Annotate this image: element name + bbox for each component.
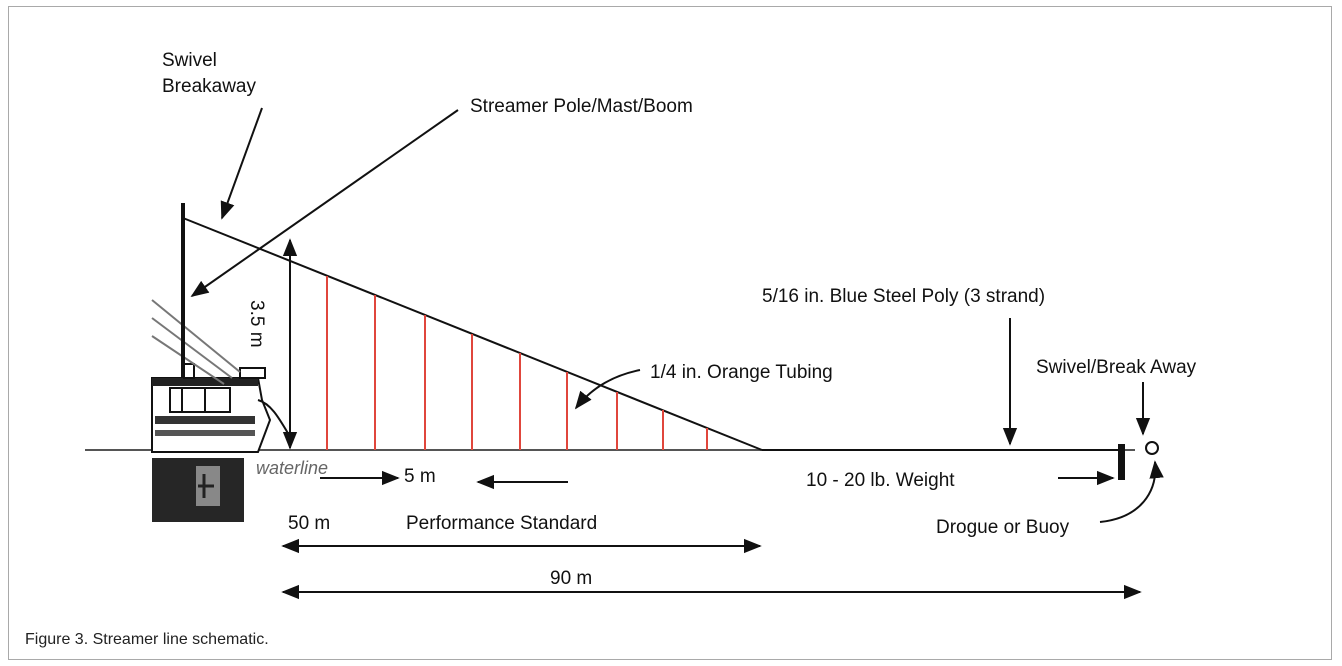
swivel-label-line1: Swivel bbox=[162, 50, 217, 71]
waterline-label: waterline bbox=[256, 458, 328, 478]
swivel-end-label: Swivel/Break Away bbox=[1036, 357, 1197, 378]
performance-distance-label: 50 m bbox=[288, 513, 330, 534]
swivel-pointer bbox=[220, 107, 263, 220]
spacing-label: 5 m bbox=[404, 466, 436, 487]
pole-pointer bbox=[190, 109, 459, 298]
drogue-label: Drogue or Buoy bbox=[936, 517, 1070, 538]
swivel-label-line2: Breakaway bbox=[162, 76, 256, 97]
pole-label: Streamer Pole/Mast/Boom bbox=[470, 96, 693, 117]
height-label: 3.5 m bbox=[246, 300, 267, 348]
buoy-icon bbox=[1145, 441, 1159, 455]
line-label: 5/16 in. Blue Steel Poly (3 strand) bbox=[762, 286, 1045, 307]
drogue-pointer bbox=[1099, 460, 1164, 523]
weight-icon bbox=[1118, 444, 1125, 480]
tubing-pointer bbox=[574, 369, 641, 410]
total-distance-label: 90 m bbox=[550, 568, 592, 589]
orange-tubing-streamers bbox=[326, 276, 708, 450]
weight-label: 10 - 20 lb. Weight bbox=[806, 470, 955, 491]
performance-standard-label: Performance Standard bbox=[406, 513, 597, 534]
tubing-label: 1/4 in. Orange Tubing bbox=[650, 362, 833, 383]
figure-caption: Figure 3. Streamer line schematic. bbox=[25, 631, 269, 648]
vessel-icon bbox=[151, 299, 293, 522]
